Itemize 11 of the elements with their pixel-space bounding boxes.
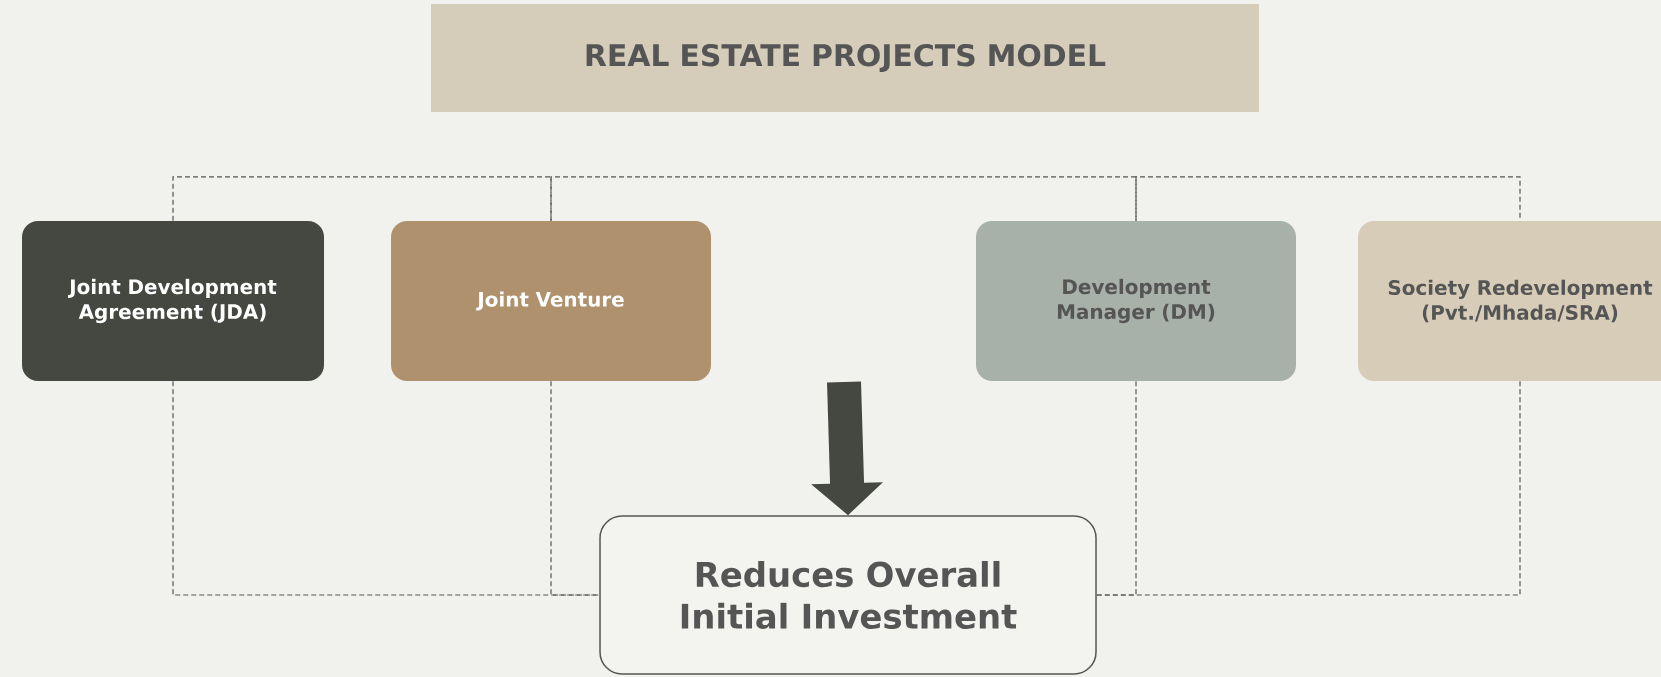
result-box: Reduces Overall Initial Investment	[599, 515, 1097, 675]
process-box: Development Manager (DM)	[976, 221, 1296, 381]
process-box: Joint Venture	[391, 221, 711, 381]
connector-line	[550, 176, 1137, 222]
process-box: Society Redevelopment (Pvt./Mhada/SRA)	[1358, 221, 1661, 381]
process-box: Joint Development Agreement (JDA)	[22, 221, 324, 381]
connector-line	[1096, 380, 1521, 596]
connector-line	[172, 176, 552, 222]
title-box: REAL ESTATE PROJECTS MODEL	[431, 4, 1259, 112]
connector-line	[1135, 176, 1521, 222]
connector-line	[550, 380, 600, 596]
